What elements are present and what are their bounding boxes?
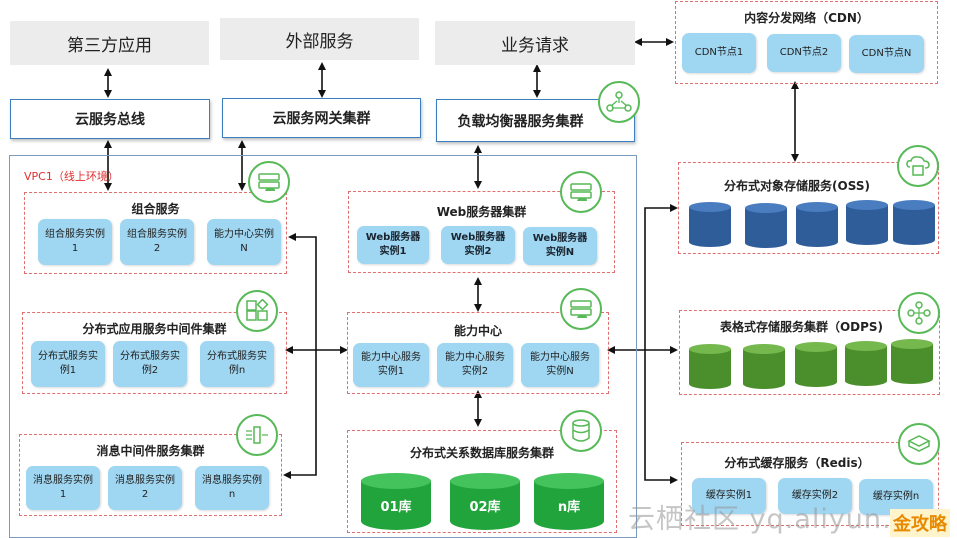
middleware-cluster-title: 分布式应用服务中间件集群	[82, 322, 227, 336]
web-cluster-title: Web服务器集群	[436, 205, 527, 219]
oss-cylinder-5	[893, 200, 935, 245]
business-request-box: 业务请求	[435, 21, 635, 65]
redis-title: 分布式缓存服务（Redis）	[724, 456, 870, 470]
cdn-node-n: CDN节点N	[849, 35, 924, 73]
web-server-icon	[560, 171, 602, 213]
odps-cylinder-4	[845, 341, 887, 386]
cloud-gateway-cluster-box: 云服务网关集群	[222, 98, 421, 138]
web-cluster-group	[348, 191, 615, 273]
oss-group	[678, 162, 939, 254]
message-instance-1: 消息服务实例1	[26, 466, 100, 510]
cloud-storage-icon	[897, 145, 939, 187]
arrow-storage-bus-line	[644, 204, 678, 484]
rdb-cluster-title: 分布式关系数据库服务集群	[409, 446, 554, 460]
oss-cylinder-4	[846, 200, 888, 245]
server-cloud-icon	[248, 161, 290, 203]
odps-cylinder-3	[795, 342, 837, 387]
oss-title: 分布式对象存储服务(OSS)	[724, 179, 870, 193]
combo-instance-n: 能力中心实例N	[207, 219, 281, 265]
capability-center-title: 能力中心	[453, 324, 502, 338]
load-balancer-icon	[598, 81, 640, 123]
middleware-cluster-group	[22, 312, 287, 394]
message-cluster-group	[19, 434, 282, 516]
oss-cylinder-2	[745, 203, 787, 248]
db-cylinder-02	[450, 473, 520, 530]
combo-instance-2: 组合服务实例2	[120, 219, 194, 265]
db-02-label: 02库	[469, 499, 501, 515]
db-cylinder-n	[534, 473, 604, 530]
brand-watermark: 金攻略	[890, 509, 950, 537]
database-icon	[560, 410, 602, 452]
web-instance-1: Web服务器实例1	[357, 226, 429, 264]
external-service-box: 外部服务	[220, 18, 419, 60]
odps-title: 表格式存储服务集群（ODPS)	[719, 320, 884, 334]
message-cluster-title: 消息中间件服务集群	[96, 444, 205, 458]
cloud-bus-box: 云服务总线	[10, 99, 210, 139]
capability-center-group	[347, 312, 609, 394]
capability-instance-2: 能力中心服务实例2	[437, 343, 513, 387]
cdn-group	[675, 1, 938, 84]
table-storage-icon	[898, 292, 940, 334]
oss-cylinder-1	[689, 202, 731, 247]
message-instance-2: 消息服务实例2	[108, 466, 182, 510]
web-instance-n: Web服务器实例N	[523, 227, 597, 265]
cdn-title: 内容分发网络（CDN）	[744, 11, 869, 25]
db-01-label: 01库	[380, 499, 412, 515]
redis-instance-2: 缓存实例2	[778, 478, 852, 514]
middleware-instance-1: 分布式服务实例1	[31, 341, 105, 387]
odps-cylinder-5	[891, 339, 933, 384]
message-instance-n: 消息服务实例n	[195, 466, 269, 510]
middleware-instance-n: 分布式服务实例n	[200, 341, 274, 387]
redis-instance-1: 缓存实例1	[692, 478, 766, 514]
combo-service-title: 组合服务	[131, 202, 180, 216]
cdn-node-1: CDN节点1	[682, 33, 756, 73]
app-modules-icon	[236, 290, 278, 332]
oss-cylinder-3	[796, 202, 838, 247]
db-n-label: n库	[557, 499, 581, 515]
combo-service-group	[24, 192, 287, 274]
cdn-node-2: CDN节点2	[767, 34, 841, 72]
cache-icon	[898, 423, 940, 465]
arrow-combo-bus-line	[283, 233, 317, 479]
message-queue-icon	[236, 414, 278, 456]
capability-server-icon	[560, 288, 602, 330]
capability-instance-n: 能力中心服务实例N	[521, 343, 599, 387]
odps-cylinder-1	[689, 344, 731, 389]
web-instance-2: Web服务器实例2	[441, 226, 515, 264]
middleware-instance-2: 分布式服务实例2	[113, 341, 187, 387]
combo-instance-1: 组合服务实例1	[38, 219, 112, 265]
vpc-label: VPC1（线上环境）	[24, 170, 119, 183]
db-cylinder-01	[361, 473, 431, 530]
third-party-app-box: 第三方应用	[10, 21, 209, 65]
capability-instance-1: 能力中心服务实例1	[353, 343, 429, 387]
redis-group	[681, 442, 939, 526]
odps-group	[679, 310, 940, 395]
odps-cylinder-2	[743, 344, 785, 389]
rdb-cluster-group	[347, 430, 617, 533]
